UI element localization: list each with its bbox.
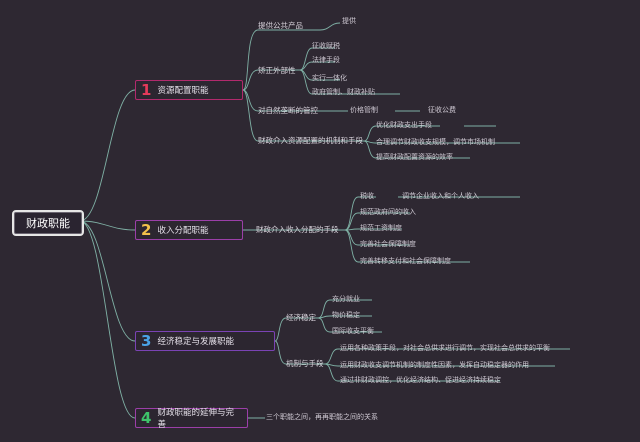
branch-node-4[interactable]: 4 财政职能的延伸与完善 <box>135 408 248 430</box>
connector-b1-c1-note <box>319 22 341 31</box>
connector-root-b1 <box>79 89 136 222</box>
topic-public-goods[interactable]: 提供公共产品 <box>258 21 303 30</box>
distribution-sub[interactable]: 调节企业收入和个人收入 <box>402 192 479 200</box>
allocation-item-3[interactable]: 提高财政配置资源的效率 <box>376 153 453 161</box>
connector-b1-c1 <box>242 29 320 91</box>
mechanism-item-2[interactable]: 运用财政收支调节机制的制度性因素，发挥自动稳定器的作用 <box>340 361 529 369</box>
branch-3-label: 经济稳定与发展职能 <box>157 337 234 347</box>
distribution-item-5[interactable]: 完善转移支付和社会保障制度 <box>360 257 451 265</box>
monopoly-sub-2[interactable]: 征收公费 <box>428 106 456 114</box>
monopoly-sub-1[interactable]: 价格管制 <box>350 106 378 114</box>
mechanism-item-3[interactable]: 通过非财政调控，优化经济结构、促进经济持续稳定 <box>340 376 501 384</box>
branch-2-label: 收入分配职能 <box>157 226 209 236</box>
connector-b1-c2 <box>242 69 300 91</box>
externality-item-4[interactable]: 政府管制、财政补贴 <box>312 88 375 96</box>
distribution-item-4[interactable]: 完善社会保障制度 <box>360 240 416 248</box>
externality-item-1[interactable]: 征收赋税 <box>312 42 340 50</box>
connector-root-b3 <box>79 220 136 342</box>
connector-b3-c1 <box>274 317 318 342</box>
allocation-item-1[interactable]: 优化财政支出手段 <box>376 121 432 129</box>
branch-1-number: 1 <box>141 80 152 99</box>
stability-item-1[interactable]: 充分就业 <box>332 295 360 303</box>
connector-b3-c2 <box>274 340 325 365</box>
topic-function-relations[interactable]: 三个职能之间，再再职能之间的关系 <box>266 413 378 421</box>
branch-4-number: 4 <box>141 408 152 427</box>
connector-root-b4 <box>79 220 136 419</box>
root-node[interactable]: 财政职能 <box>12 210 84 236</box>
allocation-item-2[interactable]: 合理调节财政收支规模，调节市场机制 <box>376 138 495 146</box>
branch-node-2[interactable]: 2 收入分配职能 <box>135 220 243 240</box>
branch-1-label: 资源配置职能 <box>157 86 209 96</box>
distribution-item-1[interactable]: 税收 <box>360 192 374 200</box>
branch-3-number: 3 <box>141 331 152 350</box>
externality-item-2[interactable]: 法律手段 <box>312 56 340 64</box>
branch-node-3[interactable]: 3 经济稳定与发展职能 <box>135 331 275 351</box>
stability-item-3[interactable]: 国际收支平衡 <box>332 327 374 335</box>
distribution-item-2[interactable]: 规范政府间的收入 <box>360 208 416 216</box>
connector-root-b2 <box>79 220 136 231</box>
note-public-goods: 提供 <box>342 17 356 25</box>
mechanism-item-1[interactable]: 运用各种政策手段，对社会总供求进行调节，实现社会总供求的平衡 <box>340 344 550 352</box>
topic-externality[interactable]: 矫正外部性 <box>258 66 296 75</box>
branch-2-number: 2 <box>141 220 152 239</box>
branch-4-label: 财政职能的延伸与完善 <box>157 408 234 430</box>
root-label: 财政职能 <box>26 217 70 230</box>
topic-natural-monopoly[interactable]: 对自然垄断的管控 <box>258 106 318 115</box>
topic-economic-stability[interactable]: 经济稳定 <box>286 313 316 322</box>
branch-node-1[interactable]: 1 资源配置职能 <box>135 80 243 100</box>
topic-mechanism-means[interactable]: 机制与手段 <box>286 359 324 368</box>
stability-item-2[interactable]: 物价稳定 <box>332 311 360 319</box>
connector-b1-c4 <box>242 89 364 142</box>
topic-distribution-means[interactable]: 财政介入收入分配的手段 <box>256 225 339 234</box>
topic-allocation-mechanism[interactable]: 财政介入资源配置的机制和手段 <box>258 136 363 145</box>
distribution-item-3[interactable]: 规范工资制度 <box>360 224 402 232</box>
externality-item-3[interactable]: 实行一体化 <box>312 74 347 82</box>
